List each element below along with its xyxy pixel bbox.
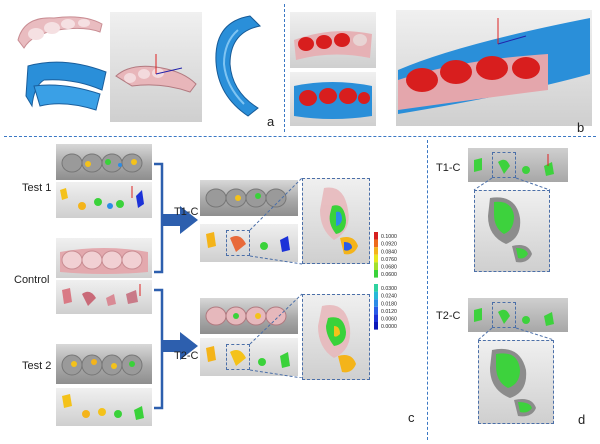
panel-d-t1c-zoom-region (492, 152, 516, 178)
panel-letter-b: b (577, 120, 585, 135)
panel-c: Test 1 Control Test 2 (0, 138, 427, 444)
scale-upper-tick-label: 0.1000 (381, 234, 397, 240)
panel-d-t1c-zoom-frame (474, 190, 550, 272)
arrow-t1-c (162, 206, 198, 234)
control-pink-teeth (60, 248, 148, 274)
panel-d-t2c-zoom-frame (478, 340, 554, 424)
scale-upper-tick-label: 0.0680 (381, 265, 397, 271)
panel-d-t1c-patches (474, 154, 554, 176)
scale-upper-swatch (374, 232, 378, 240)
scale-upper-tick-label: 0.0920 (381, 242, 397, 248)
scale-lower-tick-label: 0.0180 (381, 301, 397, 307)
test1-contact-patches (56, 182, 152, 218)
blue-curved-arch-scan (215, 15, 262, 117)
scale-lower-tick-label: 0.0000 (381, 324, 397, 330)
row-label-control: Control (14, 274, 50, 286)
row-label-test-1: Test 1 (22, 182, 52, 194)
panel-d-zoom-connectors (473, 177, 555, 341)
t1c-zoom-heatmap (320, 187, 358, 255)
t2c-diff-points (206, 346, 290, 368)
t1c-zoom-region (226, 230, 250, 256)
comparison-brackets (154, 162, 198, 410)
t1c-zoom-frame (302, 178, 370, 264)
scale-upper-tick-label: 0.0600 (381, 272, 397, 278)
t2c-diff-teeth (205, 306, 287, 326)
pink-aligned-scan (115, 54, 197, 93)
scale-upper-swatch (374, 270, 378, 278)
test2-heatmap-teeth (61, 354, 143, 376)
scale-lower-tick-label: 0.0120 (381, 309, 397, 315)
scale-lower-swatch (374, 284, 378, 292)
panel-d-t2c-zoom-patch (490, 348, 536, 417)
scale-upper-swatch (374, 239, 378, 248)
scale-upper-swatch (374, 247, 378, 255)
pink-upper-arch-scan (17, 16, 103, 49)
scale-lower-swatch (374, 322, 378, 330)
panel-d-t2c-zoom-region (492, 302, 516, 328)
t2c-zoom-region (226, 344, 250, 370)
scale-upper-tick-label: 0.0840 (381, 249, 397, 255)
panel-d: T1-C T2-C d (428, 138, 600, 444)
comparison-label-t1-c: T1-C (174, 206, 199, 218)
scale-lower-tick-label: 0.0060 (381, 317, 397, 323)
panel-letter-c: c (408, 410, 415, 425)
blue-lower-arch-scan (25, 61, 107, 111)
red-contact-scan-1 (294, 31, 372, 60)
panel-letter-a: a (267, 114, 275, 129)
divider-a-b (284, 4, 285, 132)
panel-d-t2c-patches (474, 308, 554, 326)
scale-lower-tick-label: 0.0240 (381, 294, 397, 300)
comparison-label-t2-c: T2-C (174, 350, 199, 362)
divider-top-bottom (4, 136, 596, 137)
scale-lower-swatch (374, 314, 378, 322)
row-label-test-2: Test 2 (22, 360, 52, 372)
arrow-t2-c (162, 332, 198, 360)
panel-d-t1c-zoom-patch (488, 197, 532, 263)
t2c-zoom-heatmap (318, 304, 356, 373)
panel-letter-d: d (578, 412, 586, 427)
zoom-connectors (249, 178, 303, 378)
scale-lower-swatch (374, 291, 378, 300)
test1-contact-points (60, 186, 144, 210)
control-contact-points (62, 284, 141, 306)
scale-lower-swatch (374, 299, 378, 307)
scale-lower-swatch (374, 306, 378, 315)
t1c-diff-points (206, 232, 290, 252)
scale-upper-swatch (374, 262, 378, 270)
test2-contact-points (62, 394, 144, 420)
red-blue-contact-scan-2 (294, 82, 372, 119)
t1c-diff-teeth (205, 188, 287, 208)
panel-b: b (286, 0, 600, 136)
panel-d-label-t2-c: T2-C (436, 310, 461, 322)
panel-d-label-t1-c: T1-C (436, 162, 461, 174)
divider-c-d (427, 140, 428, 440)
panel-a: a (0, 0, 284, 136)
red-blue-contact-scan-large (398, 18, 590, 114)
scale-lower-tick-label: 0.0300 (381, 286, 397, 292)
t2c-zoom-frame (302, 294, 370, 380)
scale-upper-swatch (374, 254, 378, 263)
test1-heatmap-teeth (61, 153, 143, 173)
scale-upper-tick-label: 0.0760 (381, 257, 397, 263)
